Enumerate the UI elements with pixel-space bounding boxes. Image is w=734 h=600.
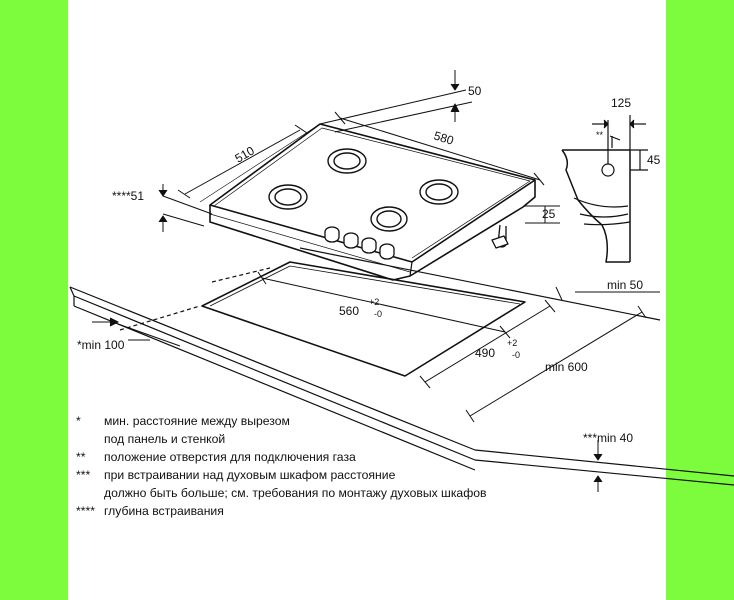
burners	[268, 148, 459, 232]
label-cutout-width: 560	[339, 304, 359, 318]
label-width: 580	[432, 128, 456, 147]
control-knobs	[324, 226, 395, 260]
label-depth: 510	[233, 143, 258, 165]
label-side-marker: **	[596, 130, 604, 140]
gas-hole	[601, 163, 615, 177]
label-cutout-depth-tol-plus: +2	[507, 338, 517, 348]
label-cutout-depth: 490	[475, 346, 495, 360]
label-min-oven-gap: ***min 40	[583, 431, 633, 445]
footnote-mark: ****	[76, 504, 95, 518]
footnote-text: должно быть больше; см. требования по мо…	[104, 486, 487, 500]
hob-outline	[209, 123, 536, 281]
label-top-offset: 50	[468, 84, 482, 98]
right-side-bar	[666, 0, 734, 600]
footnote-row: под панель и стенкой	[76, 430, 636, 448]
footnote-text: глубина встраивания	[104, 504, 224, 518]
dashed-front-guide	[119, 305, 201, 331]
label-cutout-depth-tol-minus: -0	[512, 350, 520, 360]
footnote-row: **** глубина встраивания	[76, 502, 636, 520]
label-cutout-width-tol-minus: -0	[374, 309, 382, 319]
footnote-text: мин. расстояние между вырезом	[104, 414, 290, 428]
footnote-row: должно быть больше; см. требования по мо…	[76, 484, 636, 502]
label-min-counter-depth: min 600	[545, 360, 588, 374]
footnote-mark: ***	[76, 468, 91, 482]
label-side-height: 45	[647, 153, 661, 167]
countertop-outline	[69, 247, 734, 486]
label-min-rear: min 50	[607, 278, 643, 292]
dimension-lines	[92, 70, 660, 492]
label-install-depth: ****51	[112, 189, 144, 203]
footnote-row: ** положение отверстия для подключения г…	[76, 448, 636, 466]
footnote-row: *** при встраивании над духовым шкафом р…	[76, 466, 636, 484]
label-cutout-width-tol-plus: +2	[369, 297, 379, 307]
footnote-text: при встраивании над духовым шкафом расст…	[104, 468, 396, 482]
footnote-mark: *	[76, 414, 81, 428]
label-thickness: 25	[542, 207, 556, 221]
gas-connector	[491, 224, 509, 249]
dashed-cutout-guide	[211, 267, 271, 283]
footnote-text: под панель и стенкой	[104, 432, 226, 446]
footnote-mark: **	[76, 450, 86, 464]
left-side-bar	[0, 0, 68, 600]
footnote-row: * мин. расстояние между вырезом	[76, 412, 636, 430]
side-section-detail	[561, 115, 648, 263]
label-min-front: *min 100	[77, 338, 125, 352]
label-side-width: 125	[611, 96, 631, 110]
footnotes: * мин. расстояние между вырезом под пане…	[76, 412, 636, 520]
footnote-text: положение отверстия для подключения газа	[104, 450, 356, 464]
